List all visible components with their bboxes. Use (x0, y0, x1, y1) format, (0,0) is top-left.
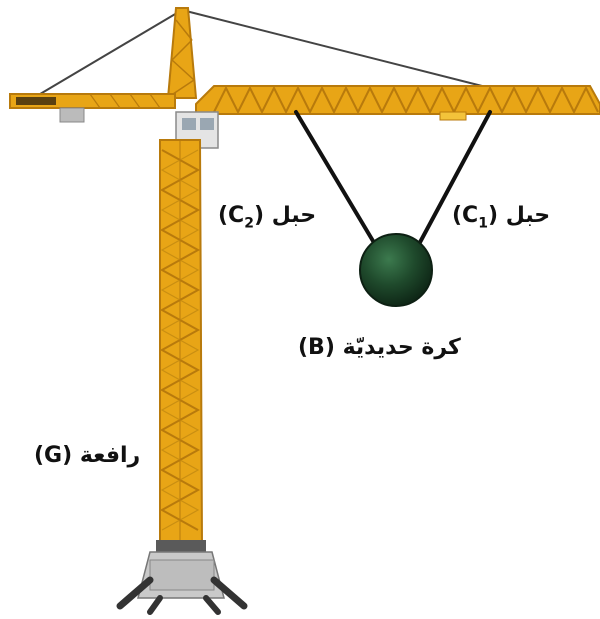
crane-base (116, 540, 248, 615)
label-crane-symbol: (G) (34, 443, 73, 468)
label-crane: رافعة (G) (34, 443, 140, 468)
label-iron-ball: كرة حديديّة (B) (298, 335, 461, 360)
label-rope-c2: حبل (C2) (218, 203, 316, 231)
counter-jib (9, 93, 176, 123)
pennant-lines (29, 9, 491, 101)
tower-mast (159, 139, 204, 546)
label-rope-c2-symbol: (C2) (218, 203, 265, 232)
iron-ball (359, 233, 433, 307)
rope-c2 (294, 110, 378, 248)
ropes (294, 110, 492, 248)
tower-apex (166, 7, 198, 99)
label-iron-ball-text: كرة حديديّة (342, 335, 461, 360)
label-iron-ball-symbol: (B) (298, 335, 335, 360)
label-crane-text: رافعة (79, 443, 141, 468)
label-rope-c1-symbol: (C1) (452, 203, 499, 232)
label-rope-c2-text: حبل (271, 203, 317, 228)
main-jib (195, 85, 600, 121)
label-rope-c1: حبل (C1) (452, 203, 550, 231)
rope-c1 (416, 110, 492, 248)
label-rope-c1-text: حبل (505, 203, 551, 228)
